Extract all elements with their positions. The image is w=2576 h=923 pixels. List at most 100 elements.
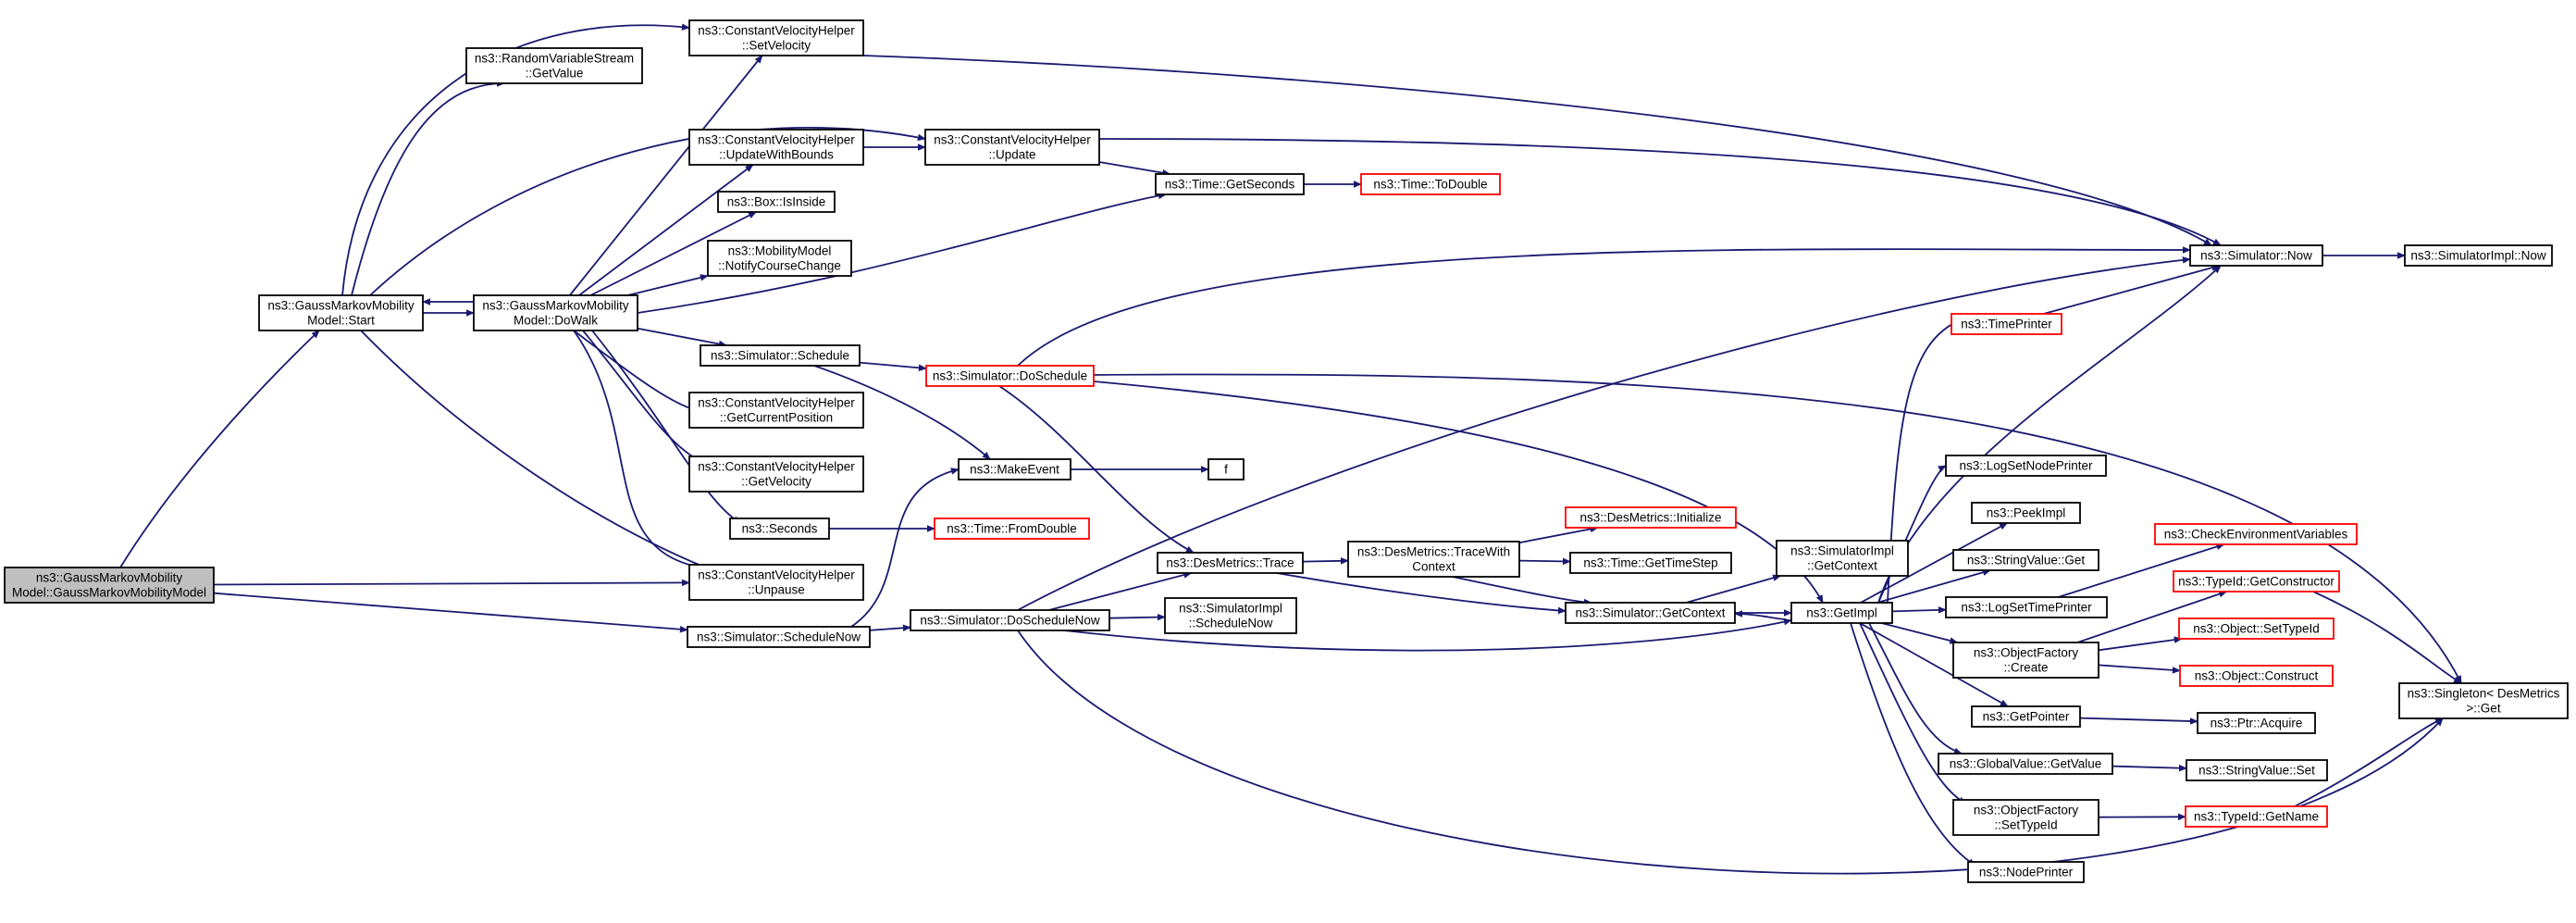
node-label: ns3::Simulator::Now: [2200, 249, 2312, 263]
node-cvh_getpos[interactable]: ns3::ConstantVelocityHelper::GetCurrentP…: [688, 392, 864, 429]
node-label: ns3::SimulatorImpl: [1179, 602, 1282, 616]
node-box: [2185, 805, 2328, 828]
node-trace[interactable]: ns3::DesMetrics::Trace: [1157, 552, 1304, 574]
node-label: ::UpdateWithBounds: [719, 148, 834, 162]
node-seconds[interactable]: ns3::Seconds: [729, 518, 830, 540]
node-obj_construct[interactable]: ns3::Object::Construct: [2179, 665, 2334, 687]
edge-dowalk-to-cvh_updbounds: [578, 164, 754, 296]
edge-arrow: [589, 211, 757, 296]
node-timeprinter[interactable]: ns3::TimePrinter: [1951, 313, 2062, 335]
node-label: ns3::DesMetrics::Initialize: [1579, 511, 1721, 525]
node-cvh_unpause[interactable]: ns3::ConstantVelocityHelper::Unpause: [688, 564, 864, 601]
node-now[interactable]: ns3::Simulator::Now: [2189, 244, 2323, 267]
node-logtimeprinter[interactable]: ns3::LogSetTimePrinter: [1945, 596, 2108, 618]
node-strval_set[interactable]: ns3::StringValue::Set: [2186, 759, 2328, 781]
edge-getimpl-to-getcontext: [1734, 610, 1787, 620]
node-box: [2178, 617, 2334, 640]
edge-arrow: [351, 80, 505, 296]
node-box: [1971, 502, 2081, 524]
node-typeid_getname[interactable]: ns3::TypeId::GetName: [2185, 805, 2328, 828]
edge-arrow: [1302, 557, 1349, 565]
node-getimpl[interactable]: ns3::GetImpl: [1790, 602, 1893, 624]
edge-cvh_update-to-now: [1098, 138, 2222, 246]
node-notify[interactable]: ns3::MobilityModel::NotifyCourseChange: [707, 240, 852, 277]
node-getpointer[interactable]: ns3::GetPointer: [1971, 705, 2081, 728]
node-label: Model::GaussMarkovMobilityModel: [12, 586, 206, 600]
edge-arrow: [2098, 664, 2181, 674]
node-getcontext[interactable]: ns3::Simulator::GetContext: [1565, 602, 1736, 624]
node-simimpl_schednow[interactable]: ns3::SimulatorImpl::ScheduleNow: [1164, 597, 1297, 634]
node-checkenv[interactable]: ns3::CheckEnvironmentVariables: [2154, 523, 2358, 545]
node-label: ns3::DesMetrics::Trace: [1166, 556, 1294, 570]
edge-getimpl-to-getpointer: [1859, 622, 2009, 707]
node-lognodeprinter[interactable]: ns3::LogSetNodePrinter: [1945, 455, 2107, 477]
node-cvh_update[interactable]: ns3::ConstantVelocityHelper::Update: [924, 129, 1100, 166]
node-typeid_getctor[interactable]: ns3::TypeId::GetConstructor: [2173, 570, 2340, 592]
node-rvs[interactable]: ns3::RandomVariableStream::GetValue: [465, 47, 643, 84]
node-f[interactable]: f: [1208, 458, 1245, 480]
node-cvh_setvel[interactable]: ns3::ConstantVelocityHelper::SetVelocity: [688, 19, 864, 56]
node-doschednow[interactable]: ns3::Simulator::DoScheduleNow: [910, 609, 1110, 631]
node-simimpl_now[interactable]: ns3::SimulatorImpl::Now: [2404, 244, 2553, 267]
node-peekimpl[interactable]: ns3::PeekImpl: [1971, 502, 2081, 524]
node-box: [1164, 597, 1297, 634]
node-doschedule[interactable]: ns3::Simulator::DoSchedule: [925, 365, 1095, 387]
node-box: [1569, 552, 1732, 574]
node-label: ns3::Object::Construct: [2195, 669, 2319, 683]
edge-arrow: [1887, 318, 1963, 604]
edge-sched-to-makeevent: [813, 365, 991, 460]
node-box[interactable]: ns3::Box::IsInside: [717, 191, 836, 213]
node-ptr_acquire[interactable]: ns3::Ptr::Acquire: [2197, 712, 2316, 734]
node-label: >::Get: [2466, 702, 2500, 716]
node-label: ::GetCurrentPosition: [720, 411, 833, 425]
node-box: [729, 518, 830, 540]
edge-ctor-to-cvh_unpause: [213, 579, 690, 587]
edge-tracectx-to-gettimestep: [1518, 557, 1571, 566]
node-cvh_updbounds[interactable]: ns3::ConstantVelocityHelper::UpdateWithB…: [688, 129, 864, 166]
node-label: ns3::Object::SetTypeId: [2193, 622, 2320, 636]
node-obj_settypeid[interactable]: ns3::Object::SetTypeId: [2178, 617, 2334, 640]
node-desinit[interactable]: ns3::DesMetrics::Initialize: [1565, 506, 1737, 529]
edge-arrow: [1093, 373, 2462, 684]
edge-dowalk-to-sched: [637, 327, 727, 348]
node-box: [958, 458, 1071, 480]
edge-arrow: [1452, 576, 1592, 606]
edge-doschednow-to-trace: [1048, 571, 1193, 611]
node-gv_getvalue[interactable]: ns3::GlobalValue::GetValue: [1938, 753, 2113, 775]
node-strval_get[interactable]: ns3::StringValue::Get: [1952, 549, 2099, 571]
node-layer: ns3::GaussMarkovMobilityModel::GaussMark…: [4, 19, 2569, 883]
node-box: [4, 567, 215, 604]
node-fromdouble[interactable]: ns3::Time::FromDouble: [934, 518, 1090, 540]
node-label: ns3::ObjectFactory: [1974, 804, 2079, 817]
node-box: [925, 365, 1095, 387]
node-cvh_getvel[interactable]: ns3::ConstantVelocityHelper::GetVelocity: [688, 455, 864, 493]
node-makeevent[interactable]: ns3::MakeEvent: [958, 458, 1071, 480]
edge-arrow: [1685, 574, 1782, 604]
node-box: [924, 129, 1100, 166]
node-dowalk[interactable]: ns3::GaussMarkovMobilityModel::DoWalk: [473, 294, 638, 331]
node-sched[interactable]: ns3::Simulator::Schedule: [700, 344, 861, 367]
node-schednow[interactable]: ns3::Simulator::ScheduleNow: [687, 626, 871, 648]
edge-getcontext-to-simimpl_getctx: [1685, 574, 1782, 604]
node-nodeprinter[interactable]: ns3::NodePrinter: [1967, 861, 2085, 883]
edge-arrow: [1017, 256, 2191, 611]
node-simimpl_getctx[interactable]: ns3::SimulatorImpl::GetContext: [1776, 540, 1909, 577]
edge-arrow: [1048, 571, 1193, 611]
node-box: [2186, 759, 2328, 781]
node-gettimestep[interactable]: ns3::Time::GetTimeStep: [1569, 552, 1732, 574]
node-objf_create[interactable]: ns3::ObjectFactory::Create: [1952, 642, 2099, 679]
node-box: [687, 626, 871, 648]
node-label: ns3::Simulator::ScheduleNow: [697, 630, 861, 644]
node-label: ns3::GaussMarkovMobility: [267, 299, 415, 313]
node-start[interactable]: ns3::GaussMarkovMobilityModel::Start: [258, 294, 424, 331]
node-label: ns3::LogSetNodePrinter: [1959, 459, 2093, 473]
node-label: ns3::Simulator::Schedule: [711, 349, 849, 363]
node-todouble[interactable]: ns3::Time::ToDouble: [1360, 173, 1501, 195]
node-box: [688, 564, 864, 601]
node-objf_settypeid[interactable]: ns3::ObjectFactory::SetTypeId: [1952, 799, 2099, 836]
node-label: ns3::ObjectFactory: [1974, 646, 2079, 660]
node-singleton[interactable]: ns3::Singleton< DesMetrics >::Get: [2398, 682, 2569, 719]
node-getseconds[interactable]: ns3::Time::GetSeconds: [1155, 173, 1305, 195]
node-label: ns3::ConstantVelocityHelper: [698, 133, 855, 147]
